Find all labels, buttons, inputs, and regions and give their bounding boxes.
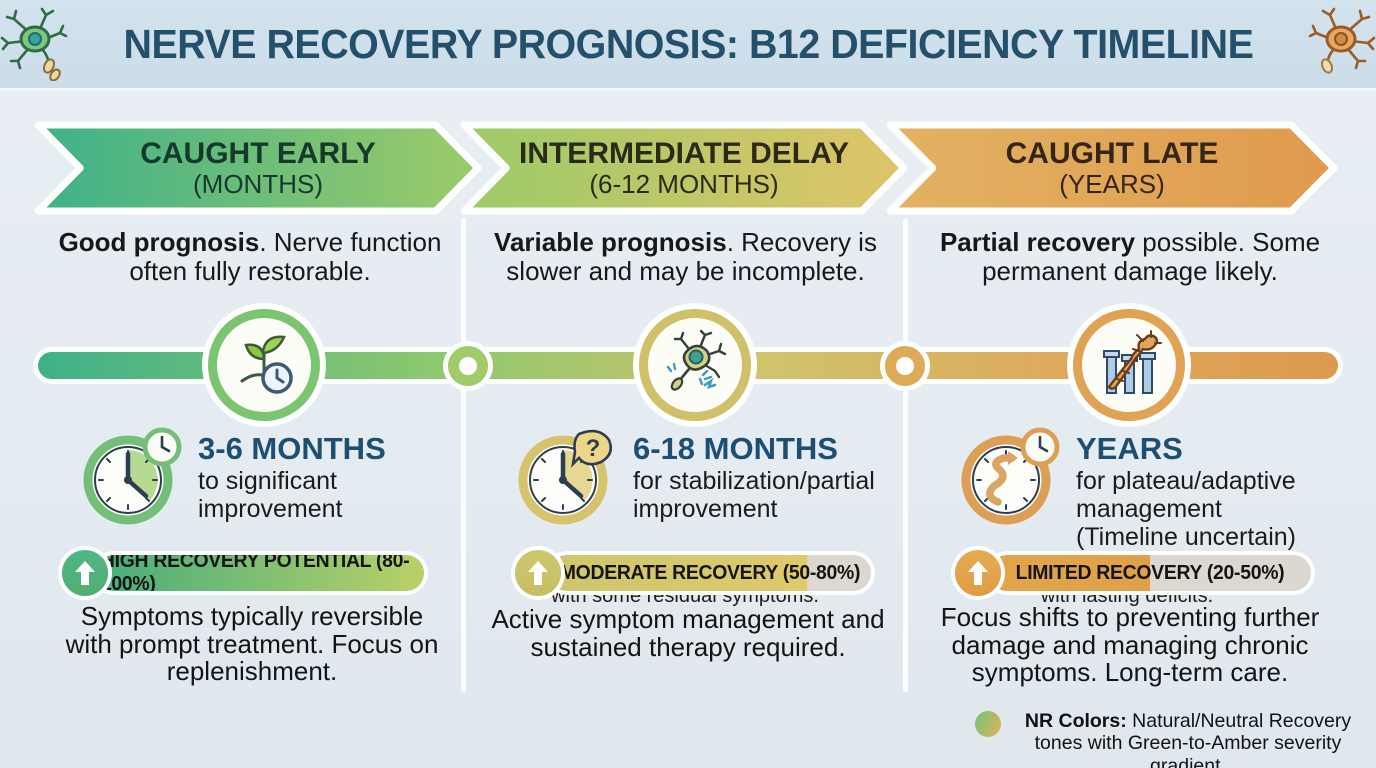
rebuilding-neuron-icon <box>1103 330 1162 394</box>
prognosis-rest: . Nerve function often fully restorable. <box>129 227 442 287</box>
stage-title: INTERMEDIATE DELAY <box>518 136 850 170</box>
page-title: NERVE RECOVERY PROGNOSIS: B12 DEFICIENCY… <box>123 20 1253 67</box>
green-neuron-icon <box>0 7 67 81</box>
duration-detail: to significant improvement <box>198 466 343 523</box>
prognosis-bold: Variable prognosis <box>494 227 727 257</box>
prognosis-text: Variable prognosis. Recovery is slower a… <box>478 227 893 287</box>
recovery-meter-fill <box>989 555 1150 591</box>
duration-title: 3-6 MONTHS <box>198 431 386 466</box>
clock-question-icon: ? <box>518 429 613 525</box>
legend-label: NR Colors: <box>1024 710 1127 732</box>
arrow-shape <box>34 121 482 215</box>
prognosis-text: Partial recovery possible. Some permanen… <box>920 227 1340 287</box>
duration-detail: for plateau/adaptive management (Timelin… <box>1076 466 1296 551</box>
recovery-badge-moderate: MODERATE RECOVERY (50-80%) <box>515 550 871 596</box>
clock-icon <box>83 427 182 525</box>
prognosis-rest: . Recovery is slower and may be incomple… <box>506 227 877 287</box>
duration-late: YEARS for plateau/adaptive management (T… <box>958 424 1338 551</box>
damaged-neuron-icon <box>666 329 727 391</box>
legend-description: Natural/Neutral Recovery tones with Gree… <box>1034 710 1352 768</box>
duration-title: 6-18 MONTHS <box>633 431 838 466</box>
recovery-badge-label: HIGH RECOVERY POTENTIAL (80-100%) <box>100 555 410 591</box>
prognosis-bold: Good prognosis <box>58 227 260 257</box>
question-mark-glyph: ? <box>586 435 601 462</box>
timeline-node-intermediate <box>639 309 751 421</box>
arrow-shape <box>460 121 908 215</box>
recovery-meter: MODERATE RECOVERY (50-80%) <box>549 555 871 591</box>
recovery-badge-label: MODERATE RECOVERY (50-80%) <box>559 561 861 584</box>
stage-arrow-intermediate-delay: INTERMEDIATE DELAY (6-12 MONTHS) <box>458 120 910 216</box>
timeline-connector-dot <box>448 346 488 386</box>
color-legend: NR Colors: Natural/Neutral Recovery tone… <box>975 710 1365 768</box>
duration-intermediate: ? 6-18 MONTHS for stabilization/partial … <box>515 424 905 528</box>
up-arrow-icon <box>955 550 1001 596</box>
stage-arrow-caught-late: CAUGHT LATE (YEARS) <box>884 120 1340 216</box>
column-divider <box>903 218 908 692</box>
prognosis-text: Good prognosis. Nerve function often ful… <box>50 227 450 287</box>
stage-title: CAUGHT LATE <box>1005 136 1219 170</box>
header: NERVE RECOVERY PROGNOSIS: B12 DEFICIENCY… <box>0 0 1376 91</box>
duration-early: 3-6 MONTHS to significant improvement <box>80 424 430 528</box>
stage-subtitle: (YEARS) <box>1059 169 1165 200</box>
legend-text: NR Colors: Natural/Neutral Recovery tone… <box>1011 710 1365 768</box>
duration-title: YEARS <box>1076 431 1183 466</box>
prognosis-bold: Partial recovery <box>939 227 1136 257</box>
up-arrow-icon <box>62 550 108 596</box>
stage-title: CAUGHT EARLY <box>140 136 376 170</box>
timeline-node-early <box>208 309 320 421</box>
clock-winding-path-icon <box>961 427 1060 525</box>
recovery-meter-fill <box>96 555 424 591</box>
recovery-meter: LIMITED RECOVERY (20-50%) <box>989 555 1311 591</box>
stage-description: Active symptom management and sustained … <box>491 604 885 662</box>
stage-subtitle: (6-12 MONTHS) <box>589 169 779 200</box>
timeline-node-late <box>1073 309 1185 421</box>
stage-arrow-caught-early: CAUGHT EARLY (MONTHS) <box>32 120 484 216</box>
gradient-swatch-icon <box>975 711 1001 737</box>
seedling-clock-icon <box>240 335 293 394</box>
orange-neuron-icon <box>1309 7 1376 74</box>
recovery-badge-limited: LIMITED RECOVERY (20-50%) <box>955 550 1311 596</box>
recovery-badge-label: LIMITED RECOVERY (20-50%) <box>1015 561 1285 584</box>
recovery-badge-high: HIGH RECOVERY POTENTIAL (80-100%) <box>62 550 424 596</box>
stage-description: Focus shifts to preventing further damag… <box>940 602 1320 688</box>
prognosis-rest: possible. Some permanent damage likely. <box>982 227 1321 287</box>
stage-subtitle: (MONTHS) <box>193 169 323 200</box>
recovery-meter: HIGH RECOVERY POTENTIAL (80-100%) <box>96 555 424 591</box>
arrow-shape <box>886 121 1338 215</box>
recovery-meter-fill <box>549 555 807 591</box>
timeline-connector-dot <box>885 346 925 386</box>
column-divider <box>461 218 466 692</box>
duration-detail: for stabilization/partial improvement <box>633 466 875 523</box>
stage-description: Symptoms typically reversible with promp… <box>65 601 439 687</box>
up-arrow-icon <box>515 550 561 596</box>
